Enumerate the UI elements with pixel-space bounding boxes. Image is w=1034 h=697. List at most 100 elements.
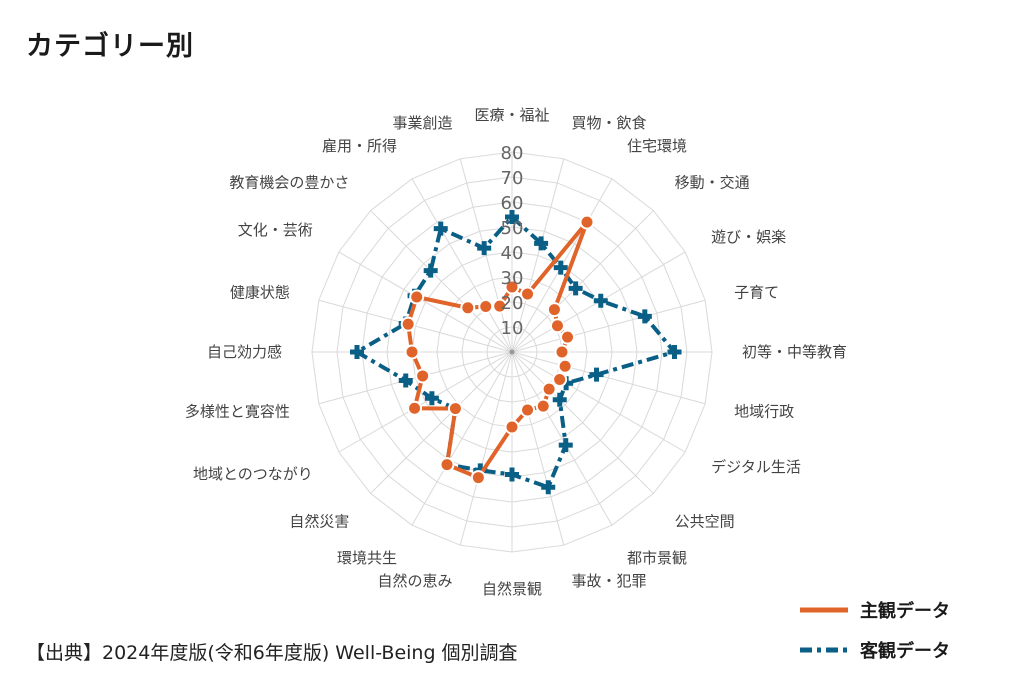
data-point bbox=[409, 289, 425, 305]
data-point bbox=[554, 344, 570, 360]
data-point bbox=[558, 438, 573, 453]
data-point bbox=[535, 398, 551, 414]
legend-item-objective[interactable]: 客観データ bbox=[800, 632, 1030, 668]
category-label: 子育て bbox=[734, 283, 779, 301]
category-label: 遊び・娯楽 bbox=[711, 228, 786, 246]
category-label: 都市景観 bbox=[627, 549, 687, 567]
data-point bbox=[552, 372, 568, 387]
data-point bbox=[407, 400, 423, 416]
tick-label: 10 bbox=[501, 318, 524, 339]
legend-item-subjective[interactable]: 主観データ bbox=[800, 592, 1030, 628]
tick-labels: 10 20 30 40 50 60 70 80 bbox=[501, 143, 524, 339]
category-label: デジタル生活 bbox=[711, 458, 801, 476]
data-point bbox=[504, 279, 520, 295]
category-label: 地域行政 bbox=[734, 403, 794, 421]
category-label: 事故・犯罪 bbox=[572, 572, 647, 590]
category-label: 初等・中等教育 bbox=[742, 343, 847, 361]
data-point bbox=[470, 470, 486, 486]
data-point bbox=[593, 293, 608, 308]
data-point bbox=[505, 210, 519, 224]
data-point bbox=[667, 345, 682, 359]
category-label: 自然災害 bbox=[289, 513, 349, 531]
data-point bbox=[546, 302, 562, 318]
center-dot bbox=[509, 349, 515, 355]
category-label: 自己効力感 bbox=[207, 343, 282, 361]
source-note: 【出典】2024年度版(令和6年度版) Well-Being 個別調査 bbox=[26, 642, 518, 664]
data-point bbox=[568, 281, 583, 296]
grid-spoke bbox=[459, 158, 513, 353]
data-point bbox=[424, 391, 439, 406]
grid-spoke bbox=[511, 158, 565, 353]
category-label: 自然の恵み bbox=[377, 572, 452, 590]
grid-spoke bbox=[338, 251, 513, 353]
data-point bbox=[541, 480, 556, 495]
data-point bbox=[439, 457, 455, 473]
grid-spoke bbox=[511, 299, 706, 353]
tick-label: 20 bbox=[501, 293, 524, 314]
category-labels: 医療・福祉 買物・飲食住宅環境移動・交通遊び・娯楽子育て初等・中等教育地域行政デジ… bbox=[185, 106, 847, 598]
data-point bbox=[478, 299, 494, 315]
data-point bbox=[433, 221, 448, 236]
tick-label: 40 bbox=[501, 243, 524, 264]
data-point bbox=[534, 236, 549, 251]
data-point bbox=[400, 316, 416, 332]
chart-legend: 主観データ 客観データ bbox=[800, 592, 1030, 672]
data-point bbox=[579, 214, 595, 230]
data-point bbox=[415, 368, 431, 384]
category-label: 健康状態 bbox=[230, 283, 290, 301]
data-point bbox=[553, 260, 568, 275]
category-label: 医療・福祉 bbox=[474, 106, 549, 124]
data-point bbox=[504, 419, 520, 435]
data-point bbox=[423, 263, 438, 278]
legend-swatch-subjective bbox=[800, 607, 848, 613]
data-point bbox=[637, 309, 652, 324]
category-label: 教育機会の豊かさ bbox=[229, 173, 349, 191]
category-label: 事業創造 bbox=[392, 114, 452, 132]
data-point bbox=[541, 381, 557, 397]
grid-spoke bbox=[511, 351, 654, 494]
series-subjective bbox=[400, 214, 595, 486]
legend-label-objective: 客観データ bbox=[860, 641, 950, 662]
tick-label: 70 bbox=[501, 168, 524, 189]
grid-spoke bbox=[459, 351, 513, 546]
tick-label: 80 bbox=[501, 143, 524, 164]
tick-label: 60 bbox=[501, 193, 524, 214]
category-label: 買物・飲食 bbox=[572, 114, 647, 132]
data-point bbox=[492, 298, 508, 314]
data-point bbox=[350, 345, 364, 359]
grid-spoke bbox=[411, 351, 513, 526]
category-label: 自然景観 bbox=[482, 580, 542, 598]
category-label: 文化・芸術 bbox=[238, 221, 313, 239]
data-point bbox=[520, 286, 536, 302]
grid-spoke bbox=[511, 210, 654, 353]
data-point bbox=[589, 367, 604, 382]
data-point bbox=[552, 392, 567, 407]
category-label: 住宅環境 bbox=[627, 137, 687, 155]
tick-label: 50 bbox=[501, 218, 524, 239]
grid-spoke bbox=[511, 351, 613, 526]
legend-swatch-objective bbox=[800, 647, 848, 653]
data-point bbox=[477, 241, 492, 256]
data-point bbox=[505, 467, 519, 482]
grid-spoke bbox=[318, 299, 513, 353]
grid-spoke bbox=[370, 210, 513, 353]
grid-spoke bbox=[411, 178, 513, 353]
tick-label: 30 bbox=[501, 268, 524, 289]
category-label: 環境共生 bbox=[337, 549, 397, 567]
data-point bbox=[460, 300, 476, 316]
category-label: 公共空間 bbox=[675, 513, 735, 531]
data-point bbox=[398, 373, 413, 388]
data-point bbox=[404, 344, 420, 360]
page-title: カテゴリー別 bbox=[26, 31, 194, 62]
data-point bbox=[560, 329, 576, 345]
legend-label-subjective: 主観データ bbox=[860, 601, 950, 622]
category-label: 移動・交通 bbox=[675, 173, 750, 191]
grid-spoke bbox=[511, 351, 706, 405]
data-point bbox=[557, 358, 573, 374]
grid-spoke bbox=[338, 351, 513, 453]
data-point bbox=[447, 401, 463, 417]
category-label: 地域とのつながり bbox=[193, 465, 313, 483]
data-point bbox=[549, 318, 565, 334]
grid-spoke bbox=[370, 351, 513, 494]
